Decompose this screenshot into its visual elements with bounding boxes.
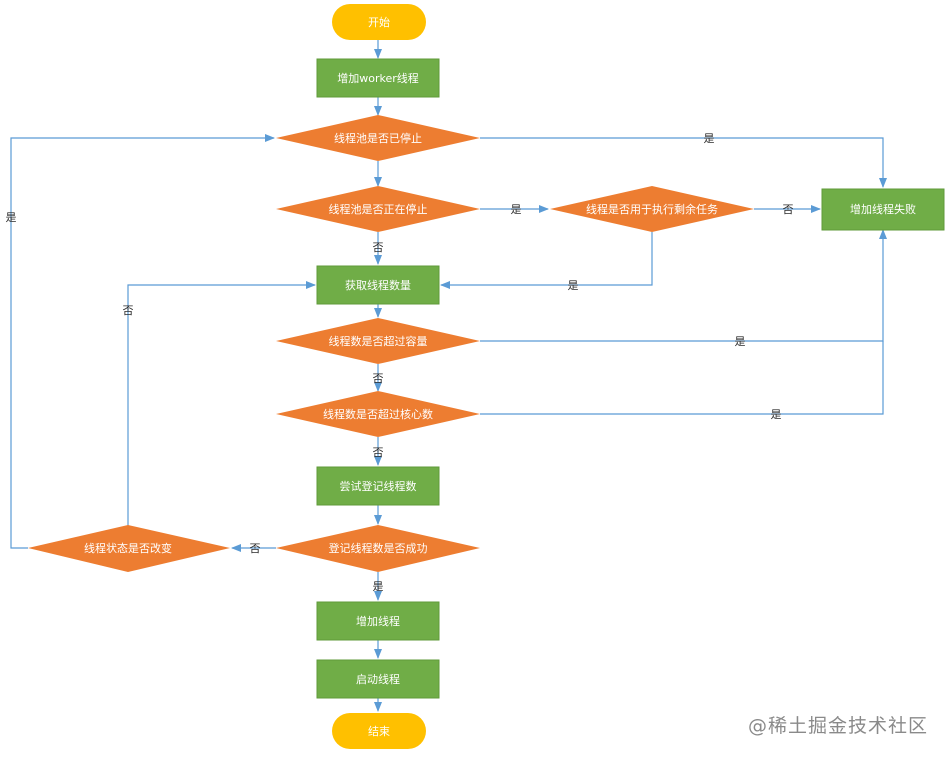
- process-add-thread: 增加线程: [316, 601, 440, 641]
- start-label: 开始: [368, 15, 390, 29]
- decision-pool-stopped-label: 线程池是否已停止: [334, 131, 422, 145]
- process-add-thread-label: 增加线程: [356, 614, 400, 628]
- edge-labels: 是 是 否 否 是 是 否 是 否 否 是 是 否: [6, 132, 794, 593]
- label-state-no: 否: [123, 304, 134, 317]
- decision-register-ok-label: 登记线程数是否成功: [329, 541, 428, 555]
- edge-core-yes-to-fail: [480, 341, 884, 415]
- decision-pool-stopping-label: 线程池是否正在停止: [329, 202, 428, 216]
- edge-state-yes-to-stopped: [10, 134, 275, 549]
- label-capacity-no: 否: [373, 372, 384, 385]
- watermark: @稀土掘金技术社区: [747, 715, 928, 737]
- label-stopping-yes: 是: [511, 203, 522, 216]
- label-register-no: 否: [250, 542, 261, 555]
- decision-register-ok: 登记线程数是否成功: [276, 525, 480, 572]
- edge-state-no-to-get-count: [127, 281, 316, 527]
- decision-exceed-capacity-label: 线程数是否超过容量: [329, 334, 428, 348]
- decision-pool-stopping-shape: [276, 186, 480, 232]
- label-state-yes: 是: [6, 211, 17, 224]
- process-add-thread-shape: [316, 601, 440, 641]
- decision-state-changed: 线程状态是否改变: [28, 525, 230, 572]
- decision-exceed-capacity: 线程数是否超过容量: [276, 318, 480, 364]
- decision-exceed-core-shape: [276, 391, 480, 437]
- process-get-count-label: 获取线程数量: [345, 278, 411, 292]
- label-register-yes: 是: [373, 580, 384, 593]
- decision-exceed-core: 线程数是否超过核心数: [276, 391, 480, 437]
- start-node: 开始: [332, 4, 426, 40]
- process-add-worker-label: 增加worker线程: [337, 71, 419, 85]
- label-core-no: 否: [373, 446, 384, 459]
- start-terminal-shape: [332, 4, 426, 40]
- process-get-count-shape: [316, 265, 440, 305]
- decision-for-remaining-shape: [550, 186, 754, 232]
- decision-for-remaining: 线程是否用于执行剩余任务: [550, 186, 754, 232]
- process-start-thread-shape: [316, 659, 440, 699]
- process-try-register: 尝试登记线程数: [316, 466, 440, 506]
- process-try-register-label: 尝试登记线程数: [340, 479, 417, 493]
- decision-register-ok-shape: [276, 525, 480, 572]
- decision-pool-stopped: 线程池是否已停止: [276, 115, 480, 161]
- label-remaining-no: 否: [783, 203, 794, 216]
- edge-stopped-yes-to-fail: [480, 137, 887, 188]
- edge-remaining-yes-to-get-count: [440, 232, 653, 289]
- process-start-thread-label: 启动线程: [356, 672, 400, 686]
- decision-exceed-core-label: 线程数是否超过核心数: [323, 407, 433, 421]
- end-label: 结束: [368, 725, 390, 738]
- process-add-fail: 增加线程失败: [821, 188, 945, 231]
- label-capacity-yes: 是: [735, 335, 746, 348]
- process-add-worker-shape: [316, 58, 440, 98]
- edges: [10, 40, 887, 712]
- label-core-yes: 是: [771, 408, 782, 421]
- decision-pool-stopping: 线程池是否正在停止: [276, 186, 480, 232]
- process-add-fail-shape: [821, 188, 945, 231]
- label-stopping-no: 否: [373, 241, 384, 254]
- label-stopped-yes: 是: [704, 132, 715, 145]
- process-add-fail-label: 增加线程失败: [850, 202, 916, 216]
- decision-exceed-capacity-shape: [276, 318, 480, 364]
- end-node: 结束: [332, 713, 426, 749]
- process-try-register-shape: [316, 466, 440, 506]
- process-get-count: 获取线程数量: [316, 265, 440, 305]
- decision-state-changed-shape: [28, 525, 230, 572]
- end-terminal-shape: [332, 713, 426, 749]
- label-remaining-yes: 是: [568, 279, 579, 292]
- decision-state-changed-label: 线程状态是否改变: [84, 541, 172, 555]
- decision-pool-stopped-shape: [276, 115, 480, 161]
- process-add-worker: 增加worker线程: [316, 58, 440, 98]
- decision-for-remaining-label: 线程是否用于执行剩余任务: [586, 202, 718, 216]
- process-start-thread: 启动线程: [316, 659, 440, 699]
